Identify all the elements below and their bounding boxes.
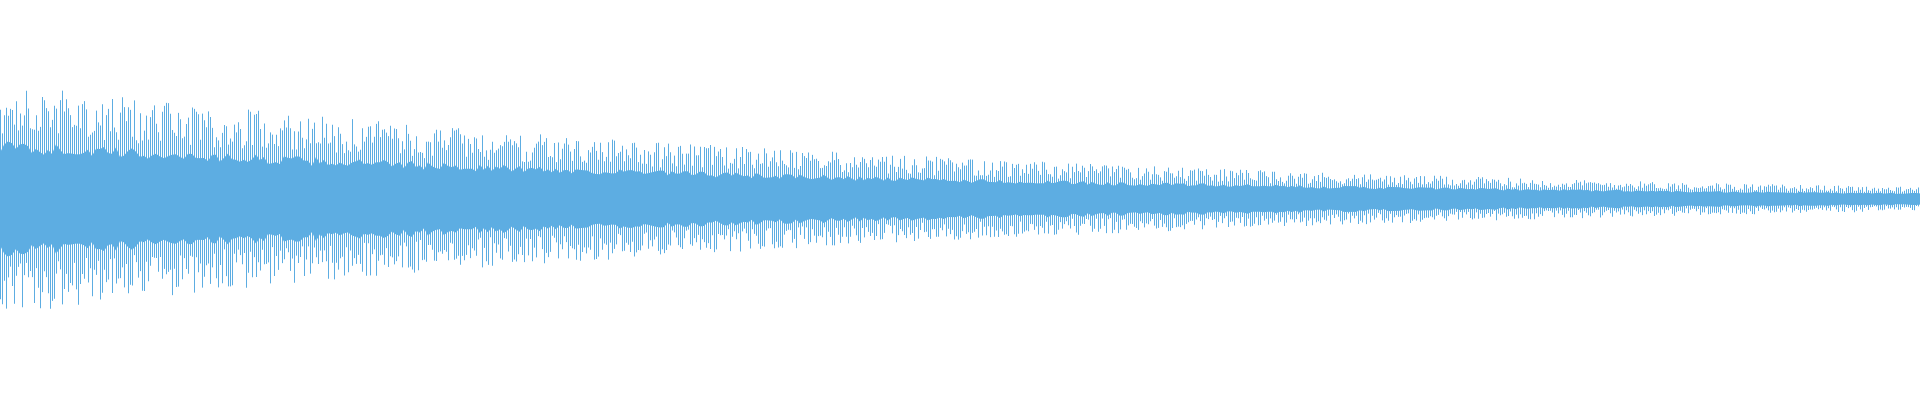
waveform-spikes bbox=[0, 90, 1920, 309]
waveform-spike-lines bbox=[0, 90, 1920, 309]
